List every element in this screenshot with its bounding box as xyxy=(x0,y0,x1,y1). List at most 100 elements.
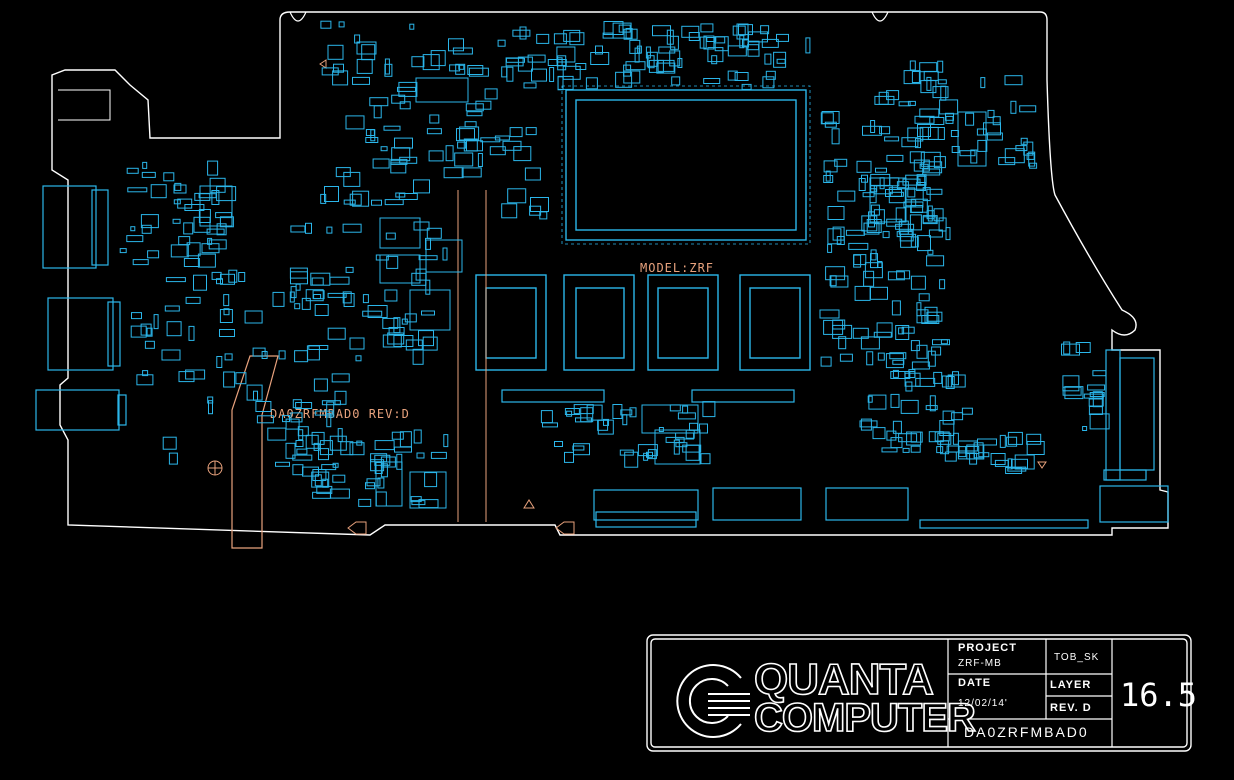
component-pad xyxy=(454,152,474,167)
component-pad xyxy=(990,453,1006,465)
memory-chips xyxy=(475,274,811,371)
component-pad xyxy=(914,115,935,124)
component-pad xyxy=(936,446,944,454)
component-pad xyxy=(456,128,475,142)
component-pad xyxy=(321,67,339,76)
component-pad xyxy=(524,167,541,181)
component-pad xyxy=(466,111,483,117)
component-pad xyxy=(917,175,927,186)
component-pad xyxy=(312,290,325,300)
component-pad xyxy=(910,431,923,443)
component-pad xyxy=(136,374,154,386)
component-pad xyxy=(896,270,911,280)
component-pad xyxy=(131,312,142,320)
component-pad xyxy=(898,220,909,235)
component-pad xyxy=(172,218,181,224)
component-pad xyxy=(829,275,837,287)
component-pad xyxy=(362,294,369,304)
component-pad xyxy=(305,434,319,449)
component-pad xyxy=(837,190,856,202)
component-pad xyxy=(945,227,951,241)
component-pad xyxy=(870,286,888,300)
component-pad xyxy=(885,189,902,197)
company-name-line1: QUANTA xyxy=(753,655,935,704)
component-pad xyxy=(297,426,309,437)
component-pad xyxy=(976,128,987,136)
component-pad xyxy=(903,70,921,85)
component-pad xyxy=(391,431,404,440)
component-pad xyxy=(629,39,641,54)
component-pad xyxy=(937,60,944,73)
component-pad xyxy=(929,395,936,412)
component-pad xyxy=(557,75,574,90)
component-pad xyxy=(506,66,514,82)
component-pad xyxy=(165,277,186,283)
component-pad xyxy=(937,432,952,445)
component-pad xyxy=(980,77,986,89)
component-pad xyxy=(902,447,910,453)
component-pad xyxy=(448,38,464,52)
component-pad xyxy=(391,147,411,162)
right-fpc-connector xyxy=(1103,349,1155,481)
component-pad xyxy=(925,405,938,411)
component-pad xyxy=(421,310,435,316)
component-pad xyxy=(426,128,442,135)
component-pad xyxy=(418,255,438,261)
component-pad xyxy=(216,223,227,236)
component-pad xyxy=(320,193,327,204)
component-pad xyxy=(185,369,206,380)
component-pad xyxy=(394,446,412,453)
component-pad xyxy=(531,68,547,82)
component-pad xyxy=(910,236,919,248)
component-pad xyxy=(889,352,907,360)
component-pad xyxy=(742,39,749,48)
component-pad xyxy=(366,478,381,487)
ic-package xyxy=(641,404,699,434)
component-pad xyxy=(411,500,426,506)
component-pad xyxy=(207,237,213,245)
component-pad xyxy=(911,71,920,83)
component-pad xyxy=(947,374,966,388)
component-pad xyxy=(853,254,867,266)
component-pad xyxy=(320,20,332,29)
component-pad xyxy=(870,185,878,193)
component-pad xyxy=(130,325,147,338)
model-label: MODEL:ZRF xyxy=(640,261,714,275)
component-pad xyxy=(856,160,872,173)
component-pad xyxy=(928,229,943,238)
component-pad xyxy=(890,371,911,379)
component-pad xyxy=(292,454,313,461)
component-pad xyxy=(573,443,590,456)
component-pad xyxy=(310,272,331,286)
component-pad xyxy=(656,62,676,74)
component-pad xyxy=(178,236,191,246)
component-pad xyxy=(727,70,738,81)
component-pad xyxy=(977,438,997,446)
component-pad xyxy=(658,46,676,54)
component-pad xyxy=(153,314,159,330)
component-pad xyxy=(905,199,917,207)
component-pad xyxy=(384,289,398,302)
title-block: QUANTA COMPUTER PROJECT ZRF-MB DATE 12/0… xyxy=(646,634,1197,752)
component-pad xyxy=(898,327,905,335)
component-pad xyxy=(294,303,301,310)
component-pad xyxy=(874,95,895,105)
component-pad xyxy=(375,491,387,507)
component-pad xyxy=(275,461,290,467)
component-pad xyxy=(186,242,201,257)
component-pad xyxy=(827,228,842,245)
component-pad xyxy=(987,109,995,118)
component-pad xyxy=(340,441,354,456)
component-pad xyxy=(942,410,955,425)
component-pad xyxy=(463,138,478,152)
component-pad xyxy=(1014,454,1035,470)
component-pad xyxy=(332,474,346,483)
component-pad xyxy=(461,167,482,178)
component-pad xyxy=(178,371,195,383)
arrow-markers xyxy=(319,59,1047,535)
component-pad xyxy=(228,269,238,283)
component-pad xyxy=(910,340,920,352)
component-pad xyxy=(825,170,831,182)
component-pad xyxy=(685,429,695,439)
